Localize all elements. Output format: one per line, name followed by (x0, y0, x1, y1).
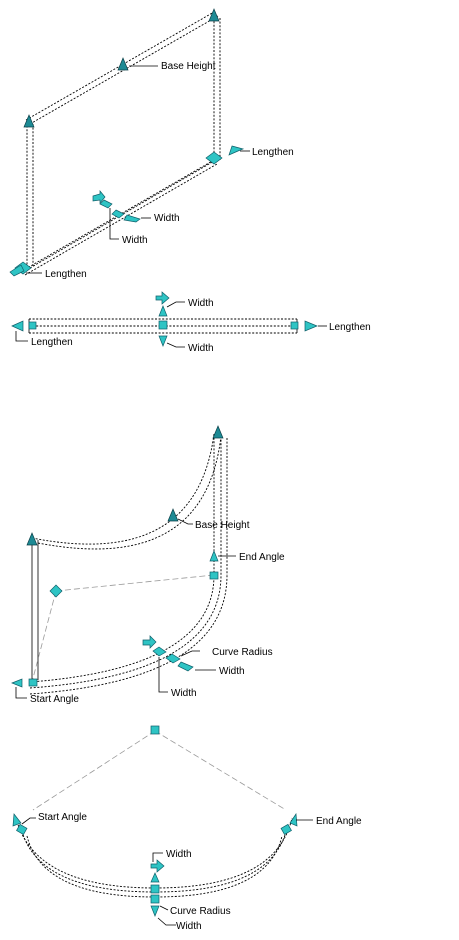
start-angle-grip[interactable] (11, 678, 23, 688)
label-leader (177, 518, 193, 525)
wall-outline (29, 574, 228, 695)
base-height-grip[interactable] (117, 57, 129, 71)
label-leader (180, 650, 200, 657)
start-angle-label: Start Angle (38, 812, 87, 823)
wall-outline (29, 574, 222, 689)
end-angle-grip[interactable] (289, 812, 298, 827)
width-grip[interactable] (92, 190, 106, 204)
top-corner-grip[interactable] (208, 8, 220, 22)
end-angle-grip[interactable] (209, 550, 219, 562)
base-height-grip[interactable] (167, 508, 179, 522)
start-angle-label: Start Angle (30, 694, 79, 705)
width-grip[interactable] (158, 335, 168, 347)
curve-radius-label: Curve Radius (170, 906, 231, 917)
wall-outline (15, 817, 293, 889)
wall-outline (21, 156, 222, 276)
lengthen-label: Lengthen (31, 337, 73, 348)
lengthen-grip[interactable] (304, 320, 318, 332)
start-angle-grip[interactable] (28, 678, 38, 687)
curve-radius-label: Curve Radius (212, 647, 273, 658)
curve-radius-grip[interactable] (150, 894, 160, 904)
width-grip[interactable] (150, 905, 160, 917)
label-leader (158, 657, 168, 693)
width-grip[interactable] (123, 214, 141, 223)
wall-outline (37, 435, 222, 550)
curved-wall-plan: Start Angle End Angle Width Curve Radius… (12, 725, 362, 932)
base-height-label: Base Height (195, 520, 250, 531)
curve-radius-grip[interactable] (152, 646, 167, 657)
label-leader (152, 852, 163, 862)
label-leader (21, 817, 36, 825)
lengthen-grip[interactable] (205, 151, 223, 165)
width-label: Width (154, 213, 180, 224)
lengthen-grip[interactable] (228, 145, 245, 156)
label-leader (166, 342, 185, 348)
width-label: Width (166, 849, 192, 860)
wall-outline (29, 574, 215, 683)
width-grip[interactable] (111, 209, 125, 219)
width-label: Width (188, 298, 214, 309)
wall-outline (31, 538, 39, 682)
wall-outline (26, 14, 221, 268)
lengthen-grip[interactable] (28, 321, 37, 330)
wall-outline (20, 827, 288, 893)
center-line (32, 730, 287, 811)
width-label: Width (122, 235, 148, 246)
lengthen-label: Lengthen (329, 322, 371, 333)
start-angle-grip[interactable] (12, 813, 22, 827)
width-label: Width (171, 688, 197, 699)
straight-wall-plan: Width Lengthen Lengthen Width (11, 291, 371, 354)
lengthen-grip[interactable] (290, 321, 299, 330)
width-grip[interactable] (150, 872, 160, 883)
curve-radius-grip[interactable] (150, 884, 160, 894)
width-grip[interactable] (99, 199, 113, 209)
center-grip[interactable] (150, 725, 160, 735)
width-grip[interactable] (150, 859, 165, 873)
lengthen-grip[interactable] (9, 264, 25, 277)
width-grip[interactable] (142, 635, 157, 649)
label-leader (15, 687, 27, 699)
start-angle-grip[interactable] (16, 823, 28, 835)
width-grip[interactable] (155, 291, 170, 305)
width-label: Width (176, 921, 202, 932)
label-leader (157, 917, 176, 926)
end-angle-grip[interactable] (209, 571, 219, 580)
label-leader (15, 331, 28, 342)
label-leader (109, 208, 119, 240)
center-grip[interactable] (158, 320, 168, 330)
base-height-label: Base Height (161, 61, 216, 72)
end-angle-label: End Angle (316, 816, 362, 827)
center-line (31, 574, 215, 683)
center-grip[interactable] (49, 584, 63, 598)
end-angle-label: End Angle (239, 552, 285, 563)
curve-radius-grip[interactable] (165, 653, 181, 664)
label-leader (166, 301, 185, 308)
lengthen-label: Lengthen (45, 269, 87, 280)
wall-outline (31, 433, 215, 545)
lengthen-grip[interactable] (11, 320, 24, 332)
width-grip[interactable] (158, 305, 168, 317)
top-corner-grip[interactable] (212, 425, 224, 439)
end-angle-grip[interactable] (280, 823, 292, 835)
left-corner-grip[interactable] (23, 114, 35, 128)
width-grip[interactable] (177, 661, 194, 672)
width-label: Width (188, 343, 214, 354)
lengthen-label: Lengthen (252, 147, 294, 158)
label-leader (159, 905, 169, 911)
wall-outline (213, 434, 228, 575)
width-label: Width (219, 666, 245, 677)
straight-wall-isometric: Base Height Lengthen Width Width Lengthe… (9, 8, 294, 280)
left-corner-grip[interactable] (26, 532, 38, 546)
curved-wall-isometric: Base Height End Angle Curve Radius Width… (11, 425, 285, 705)
